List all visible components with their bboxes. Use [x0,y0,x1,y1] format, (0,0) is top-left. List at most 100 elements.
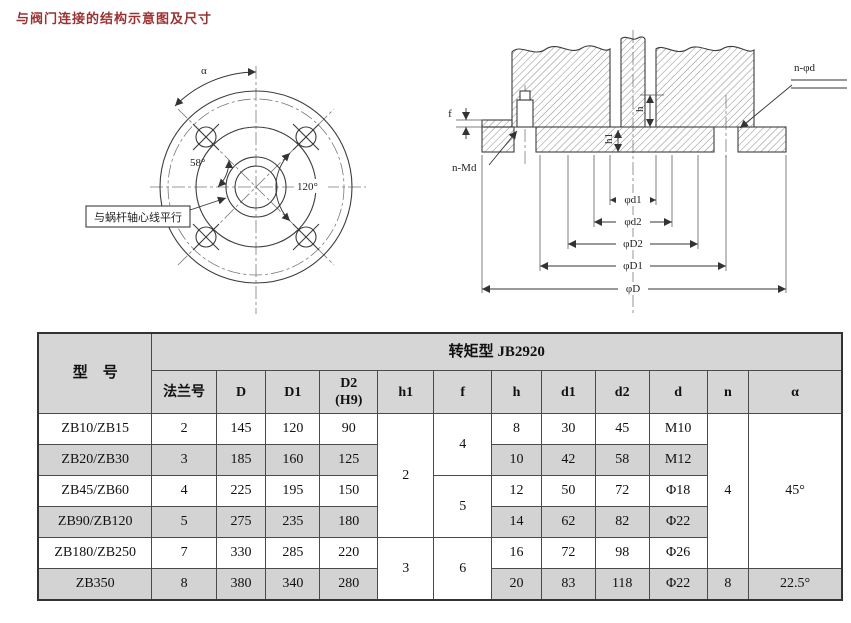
cell-d2: 118 [594,568,650,601]
section-stem [620,36,646,128]
cell-h: 12 [491,475,542,507]
cell-flange-no: 7 [151,537,217,569]
cell-D: 185 [215,444,267,476]
cell-model: ZB20/ZB30 [37,444,153,476]
col-d2: d2 [594,370,650,414]
cell-D2: 150 [319,475,379,507]
cell-flange-no: 8 [151,568,217,601]
cell-h: 20 [491,568,542,601]
flange-lip [481,119,513,128]
cell-D1: 340 [265,568,321,601]
col-h1: h1 [377,370,435,414]
cell-n: 8 [706,568,750,601]
angle-120-label-bg [294,179,328,193]
cell-model: ZB10/ZB15 [37,413,153,445]
cell-d: Φ22 [648,506,708,538]
cell-D1: 120 [265,413,321,445]
n-md-leader [488,130,518,166]
header-row-1: 型 号 转矩型 JB2920 [37,332,843,414]
cell-d1: 62 [540,506,596,538]
page-title: 与阀门连接的结构示意图及尺寸 [16,11,213,26]
cell-flange-no: 4 [151,475,217,507]
flange-outer-circle [159,90,353,284]
cell-d: Φ26 [648,537,708,569]
cell-d: M12 [648,444,708,476]
note-box [85,205,191,228]
n-phi-d-label: n-φd [794,62,816,74]
cell-flange-no: 2 [151,413,217,445]
cell-n-merged: 4 [706,413,750,569]
col-n: n [706,370,750,414]
note-leader [189,196,227,211]
bore-hatched-ring [225,156,287,218]
cell-flange-no: 5 [151,506,217,538]
stud-bolt-tip [519,90,531,101]
cell-h: 8 [491,413,542,445]
cell-d2: 58 [594,444,650,476]
dim-D-bg [618,282,648,295]
h-label: h [634,106,646,112]
dim-D2-bg [616,237,650,250]
alpha-dim-arc [174,67,257,107]
cell-f-merged: 5 [433,475,493,538]
cell-d1: 50 [540,475,596,507]
dim-D2-label: φD2 [623,238,643,250]
angle-120-arc [275,152,291,222]
flange-plate-middle [535,126,715,153]
col-D2: D2 (H9) [319,370,379,414]
table-row: ZB180/ZB250 7 330 285 220 3 6 16 72 98 Φ… [37,537,842,601]
col-alpha: α [748,370,843,414]
cell-D2: 220 [319,537,379,569]
cell-d1: 42 [540,444,596,476]
cell-D1: 235 [265,506,321,538]
cell-D1: 285 [265,537,321,569]
cell-d: M10 [648,413,708,445]
stud-bolt-body [516,99,534,128]
n-md-label: n-Md [452,162,477,174]
header-model: 型 号 [37,332,153,414]
cell-alpha: 22.5° [748,568,843,601]
section-right-block [655,45,755,128]
col-d1: d1 [540,370,596,414]
cell-f-merged: 4 [433,413,493,476]
cell-D2: 90 [319,413,379,445]
cell-d2: 82 [594,506,650,538]
n-phi-d-leader [739,84,793,129]
col-D: D [215,370,267,414]
cell-d1: 83 [540,568,596,601]
dim-d1-label: φd1 [624,194,641,206]
flange-plate-left [481,126,515,153]
dim-D1-label: φD1 [623,260,643,272]
cell-model: ZB90/ZB120 [37,506,153,538]
cell-d: Φ22 [648,568,708,601]
cell-model: ZB180/ZB250 [37,537,153,569]
cell-model: ZB350 [37,568,153,601]
flange-front-view: α 58° 120° 与蜗杆轴心线平行 [85,65,366,314]
cell-D: 145 [215,413,267,445]
col-flange-no: 法兰号 [151,370,217,414]
cell-f-merged: 6 [433,537,493,601]
cell-h: 16 [491,537,542,569]
cell-d1: 72 [540,537,596,569]
note-label: 与蜗杆轴心线平行 [94,210,182,224]
table-row: ZB45/ZB60 4 225 195 150 5 12 50 72 Φ18 [37,475,842,538]
cell-model: ZB45/ZB60 [37,475,153,507]
angle-58-arc [217,159,234,188]
header-row-2: 法兰号 D D1 D2 (H9) h1 f h d1 d2 d n α [38,370,843,414]
angle-58-label: 58° [190,157,205,169]
bolt-holes [192,123,320,251]
col-h: h [491,370,542,414]
cell-h: 14 [491,506,542,538]
h1-label: h1 [603,133,615,144]
table-row: ZB90/ZB120 5 275 235 180 14 62 82 Φ22 [37,506,842,538]
cell-D: 380 [215,568,267,601]
col-d: d [648,370,708,414]
cell-d1: 30 [540,413,596,445]
cell-D2: 280 [319,568,379,601]
flange-plate-right [737,126,787,153]
technical-drawings: α 58° 120° 与蜗杆轴心线平行 [85,30,847,316]
cell-d2: 45 [594,413,650,445]
dim-d2-label: φd2 [624,216,641,228]
col-D1: D1 [265,370,321,414]
